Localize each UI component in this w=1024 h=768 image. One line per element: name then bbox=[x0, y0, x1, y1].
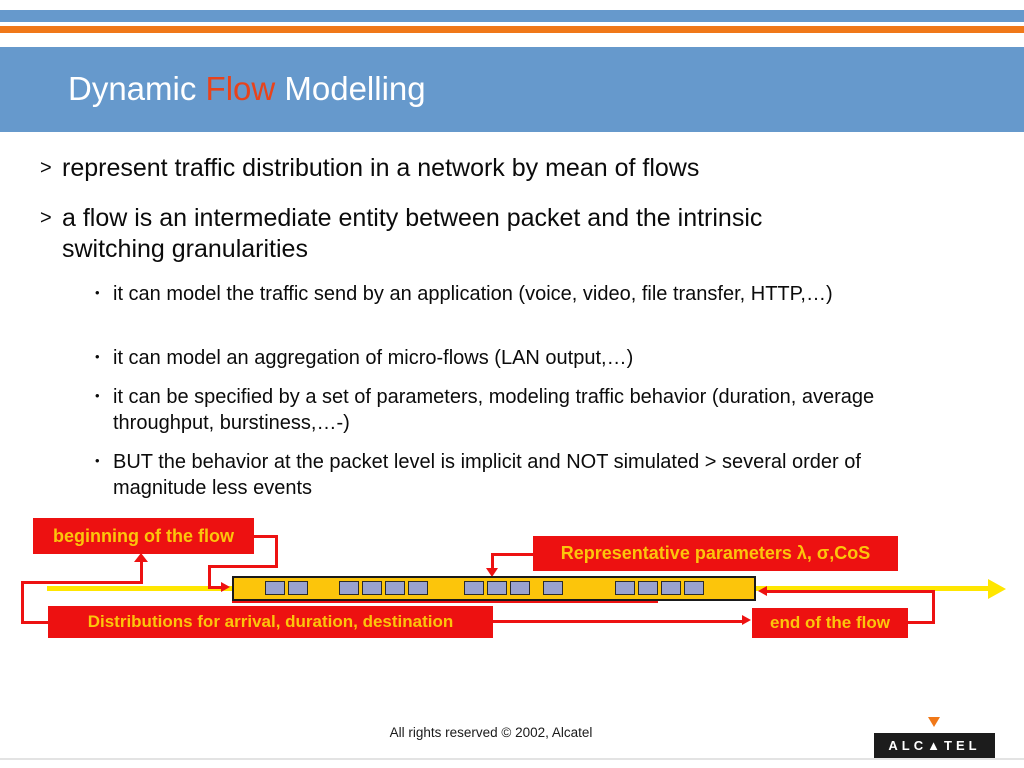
connector-line bbox=[232, 600, 658, 603]
sub-bullet-marker: • bbox=[95, 453, 100, 468]
alcatel-logo: ALC▲TEL bbox=[874, 733, 995, 758]
title-highlight: Flow bbox=[205, 70, 276, 107]
connector-arrowhead-down-icon bbox=[486, 568, 498, 577]
packet-square bbox=[362, 581, 382, 595]
packet-square bbox=[265, 581, 285, 595]
bullet-text: a flow is an intermediate entity between… bbox=[62, 204, 763, 263]
connector-line bbox=[21, 581, 24, 624]
label-distributions: Distributions for arrival, duration, des… bbox=[48, 606, 493, 638]
page-title: Dynamic Flow Modelling bbox=[68, 70, 426, 108]
connector-line bbox=[275, 535, 278, 568]
top-blue-stripe bbox=[0, 10, 1024, 22]
header-band bbox=[0, 47, 1024, 132]
connector-line bbox=[491, 553, 494, 570]
packet-square bbox=[661, 581, 681, 595]
connector-arrowhead-right-icon bbox=[221, 582, 230, 592]
connector-arrowhead-right-icon bbox=[742, 615, 751, 625]
connector-line bbox=[493, 553, 533, 556]
flow-bar bbox=[232, 576, 756, 601]
packet-square bbox=[288, 581, 308, 595]
packet-square bbox=[510, 581, 530, 595]
sub-bullet-text: it can be specified by a set of paramete… bbox=[113, 386, 875, 434]
sub-bullet-text: it can model the traffic send by an appl… bbox=[113, 283, 833, 305]
title-suffix: Modelling bbox=[275, 70, 426, 107]
packet-square bbox=[464, 581, 484, 595]
connector-line bbox=[21, 581, 143, 584]
sub-bullet-marker: • bbox=[95, 285, 100, 300]
bullet-marker: > bbox=[40, 157, 52, 179]
copyright-text: All rights reserved © 2002, Alcatel bbox=[389, 725, 593, 740]
connector-line bbox=[208, 565, 278, 568]
packet-square bbox=[638, 581, 658, 595]
connector-line bbox=[21, 621, 48, 624]
connector-arrowhead-left-icon bbox=[758, 586, 767, 596]
packet-square bbox=[385, 581, 405, 595]
sub-bullet-marker: • bbox=[95, 349, 100, 364]
connector-line bbox=[908, 621, 935, 624]
connector-line bbox=[208, 565, 211, 589]
connector-line bbox=[932, 590, 935, 624]
packet-square bbox=[684, 581, 704, 595]
connector-line bbox=[766, 590, 935, 593]
bullet-marker: > bbox=[40, 207, 52, 229]
label-end-of-flow: end of the flow bbox=[752, 608, 908, 638]
connector-line bbox=[493, 620, 743, 623]
sub-bullet-text: BUT the behavior at the packet level is … bbox=[113, 451, 861, 499]
packet-square bbox=[487, 581, 507, 595]
sub-bullet-marker: • bbox=[95, 388, 100, 403]
packet-square bbox=[615, 581, 635, 595]
label-beginning-of-flow: beginning of the flow bbox=[33, 518, 254, 554]
flow-timeline-arrowhead-icon bbox=[988, 579, 1006, 599]
bullet-text: represent traffic distribution in a netw… bbox=[62, 154, 700, 182]
connector-line bbox=[254, 535, 278, 538]
connector-line bbox=[208, 586, 222, 589]
packet-square bbox=[339, 581, 359, 595]
connector-arrowhead-up-icon bbox=[134, 553, 148, 562]
connector-line bbox=[140, 560, 143, 583]
alcatel-triangle-icon bbox=[928, 717, 940, 727]
label-representative-parameters: Representative parameters λ, σ,CoS bbox=[533, 536, 898, 571]
top-orange-stripe bbox=[0, 26, 1024, 33]
title-prefix: Dynamic bbox=[68, 70, 206, 107]
bottom-divider bbox=[0, 758, 1024, 760]
packet-square bbox=[543, 581, 563, 595]
sub-bullet-text: it can model an aggregation of micro-flo… bbox=[113, 347, 634, 369]
packet-square bbox=[408, 581, 428, 595]
